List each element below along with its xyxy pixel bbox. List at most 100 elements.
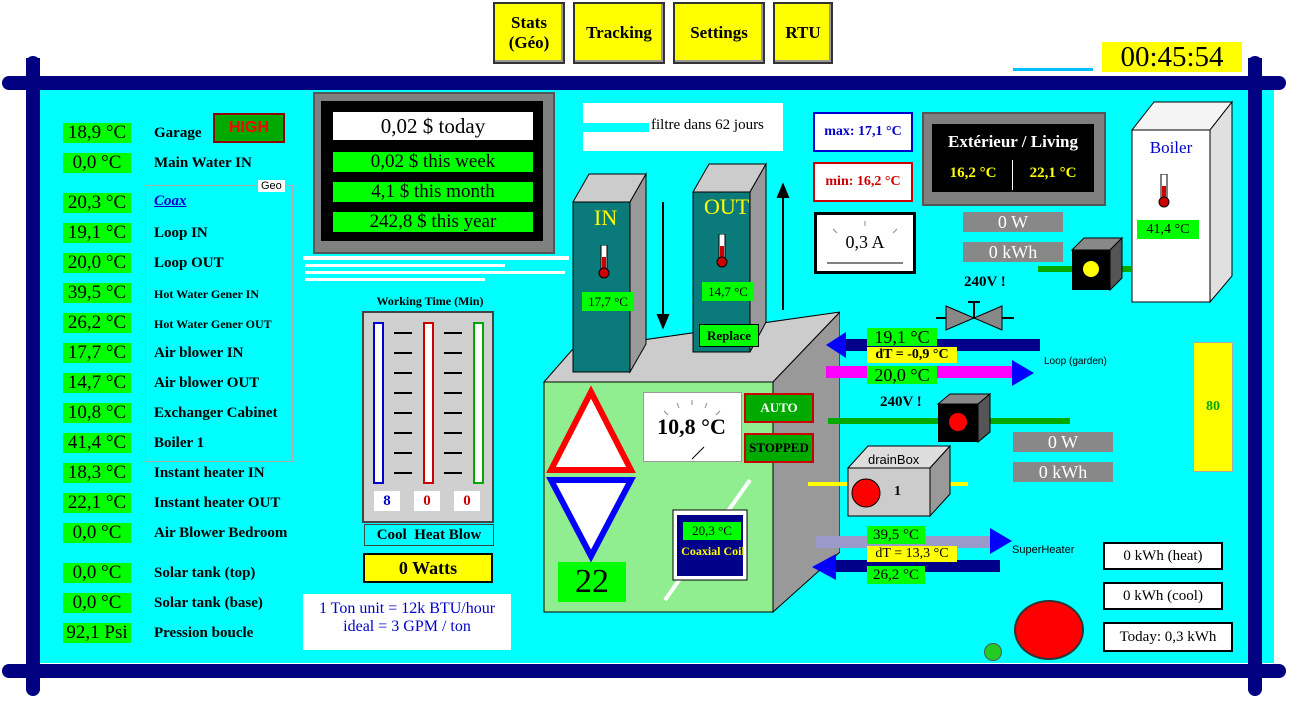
sensor-label: Hot Water Gener OUT bbox=[154, 317, 272, 331]
thermometer-icon bbox=[1158, 173, 1170, 208]
boiler-voltage-warning: 240V ! bbox=[964, 274, 1006, 290]
rail-knob bbox=[1248, 56, 1262, 70]
sensor-label: Main Water IN bbox=[154, 155, 252, 171]
sensor-value: 22,1 °C bbox=[63, 493, 131, 513]
in-duct-temp: 17,7 °C bbox=[582, 292, 634, 311]
living-temp: 22,1 °C bbox=[1029, 165, 1077, 181]
coax-temp: 20,3 °C bbox=[683, 522, 741, 540]
energy-today: Today: 0,3 kWh bbox=[1103, 622, 1233, 652]
sensor-label: Instant heater OUT bbox=[154, 495, 281, 511]
cost-month: 4,1 $ this month bbox=[333, 182, 533, 202]
out-duct-label: OUT bbox=[704, 194, 750, 219]
replace-filter-button[interactable]: Replace bbox=[699, 324, 759, 347]
settings-button[interactable]: Settings bbox=[673, 2, 765, 64]
superheater-label: SuperHeater bbox=[1012, 544, 1075, 556]
divider bbox=[305, 271, 565, 274]
watts-box: 0 Watts bbox=[363, 553, 493, 583]
divider bbox=[305, 264, 505, 267]
divider bbox=[305, 278, 485, 281]
loop-out-temp: 20,0 °C bbox=[867, 366, 937, 384]
blow-minutes: 0 bbox=[454, 491, 480, 511]
rail-knob bbox=[26, 56, 40, 70]
sensor-label: Exchanger Cabinet bbox=[154, 405, 278, 421]
loop-voltage-warning: 240V ! bbox=[880, 394, 922, 410]
meter-bars bbox=[373, 322, 484, 484]
sensor-label: Boiler 1 bbox=[154, 435, 205, 451]
loop-label: Loop (garden) bbox=[1044, 356, 1107, 367]
clock: 00:45:54 bbox=[1102, 42, 1242, 72]
rail-knob bbox=[1272, 76, 1286, 90]
coax-label: Coaxial Coil bbox=[681, 544, 745, 558]
superheater-dt: dT = 13,3 °C bbox=[867, 546, 957, 562]
geo-group-tag: Geo bbox=[258, 180, 285, 192]
cabinet-gauge bbox=[643, 392, 742, 462]
rail-knob bbox=[26, 682, 40, 696]
top-rail bbox=[8, 76, 1280, 90]
rail-knob bbox=[1248, 682, 1262, 696]
sensor-label: Air blower OUT bbox=[154, 375, 260, 391]
left-rail bbox=[26, 58, 40, 690]
sensor-value: 0,0 °C bbox=[63, 563, 131, 583]
setpoint-display: 22 bbox=[558, 562, 626, 602]
setpoint-down-button[interactable] bbox=[554, 474, 634, 556]
sensor-value: 18,9 °C bbox=[63, 123, 131, 143]
ton-info: 1 Ton unit = 12k BTU/hour ideal = 3 GPM … bbox=[303, 594, 511, 650]
cool-minutes: 8 bbox=[374, 491, 400, 511]
ammeter bbox=[814, 212, 916, 274]
sensor-value: 41,4 °C bbox=[63, 433, 131, 453]
sensor-label: Air blower IN bbox=[154, 345, 244, 361]
sensor-value: 19,1 °C bbox=[63, 223, 131, 243]
sensor-value: 0,0 °C bbox=[63, 593, 131, 613]
sensor-value: 0,0 °C bbox=[63, 153, 131, 173]
sensor-label: Pression boucle bbox=[154, 625, 254, 641]
thermometer-icon bbox=[716, 233, 728, 268]
right-rail bbox=[1248, 58, 1262, 690]
cost-year: 242,8 $ this year bbox=[333, 212, 533, 232]
setpoint-up-button[interactable] bbox=[554, 390, 634, 470]
working-time-legend: Cool Heat Blow bbox=[364, 524, 494, 546]
in-duct-label: IN bbox=[594, 205, 618, 230]
rail-knob bbox=[2, 76, 16, 90]
filter-bar bbox=[583, 123, 649, 132]
sensor-label: Air Blower Bedroom bbox=[154, 525, 288, 541]
boiler-title: Boiler bbox=[1149, 138, 1193, 157]
loop-watts: 0 W bbox=[1013, 432, 1113, 452]
sensor-label: Loop OUT bbox=[154, 255, 224, 271]
auto-button[interactable]: AUTO bbox=[744, 393, 814, 423]
sensor-label: Solar tank (top) bbox=[154, 565, 256, 581]
cabinet-temp: 10,8 °C bbox=[657, 414, 726, 439]
ammeter-dial bbox=[827, 221, 903, 264]
outdoor-temp: 16,2 °C bbox=[949, 165, 997, 181]
sensor-value: 39,5 °C bbox=[63, 283, 131, 303]
status-led bbox=[984, 643, 1002, 661]
boiler-watts: 0 W bbox=[963, 212, 1063, 232]
stopped-button[interactable]: STOPPED bbox=[744, 433, 814, 463]
bottom-rail bbox=[8, 664, 1280, 678]
energy-cool: 0 kWh (cool) bbox=[1103, 582, 1223, 610]
drain-box bbox=[846, 444, 952, 518]
high-badge[interactable]: HIGH bbox=[213, 113, 285, 143]
coax-link[interactable]: Coax bbox=[154, 193, 187, 209]
max-temp: max: 17,1 °C bbox=[813, 112, 913, 152]
valve-icon bbox=[936, 301, 1014, 331]
loop-relay bbox=[936, 392, 992, 444]
drain-count: 1 bbox=[894, 484, 901, 499]
sensor-value: 17,7 °C bbox=[63, 343, 131, 363]
sensor-label: Instant heater IN bbox=[154, 465, 265, 481]
emergency-stop-button[interactable] bbox=[1014, 600, 1084, 660]
hvac-unit bbox=[542, 162, 840, 614]
working-time-title: Working Time (Min) bbox=[376, 294, 484, 308]
stats-geo-button[interactable]: Stats (Géo) bbox=[493, 2, 565, 64]
sensor-value: 92,1 Psi bbox=[63, 623, 131, 643]
tracking-button[interactable]: Tracking bbox=[573, 2, 665, 64]
sensor-value: 20,0 °C bbox=[63, 253, 131, 273]
superheater-out-temp: 26,2 °C bbox=[867, 566, 925, 584]
outdoor-title: Extérieur / Living bbox=[947, 132, 1078, 151]
boiler-unit bbox=[1130, 100, 1234, 304]
rtu-button[interactable]: RTU bbox=[773, 2, 833, 64]
boiler-temp: 41,4 °C bbox=[1137, 220, 1199, 239]
sensor-value: 10,8 °C bbox=[63, 403, 131, 423]
cost-today: 0,02 $ today bbox=[333, 112, 533, 140]
clock-underline bbox=[1013, 68, 1093, 71]
boiler-relay bbox=[1070, 236, 1124, 292]
